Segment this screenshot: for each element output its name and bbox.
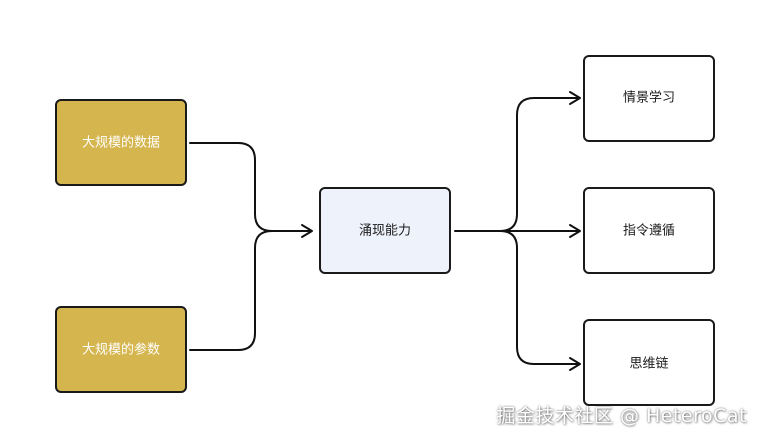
edge-params-to-emergent xyxy=(189,230,273,351)
arrowhead-emergent xyxy=(301,224,313,238)
arrowhead-icl xyxy=(569,91,581,105)
node-large-params: 大规模的参数 xyxy=(55,306,187,393)
node-emergent-abilities: 涌现能力 xyxy=(319,187,451,274)
node-in-context-learning-label: 情景学习 xyxy=(623,90,675,106)
node-chain-of-thought: 思维链 xyxy=(583,319,715,406)
watermark: 掘金技术社区 @ HeteroCat xyxy=(496,405,747,427)
edge-emergent-to-icl xyxy=(499,97,579,232)
node-chain-of-thought-label: 思维链 xyxy=(629,357,668,372)
arrowhead-cot xyxy=(569,357,581,371)
edge-data-to-emergent xyxy=(189,142,311,232)
node-large-data: 大规模的数据 xyxy=(55,99,187,186)
node-instruction-following-label: 指令遵循 xyxy=(623,223,675,239)
arrowhead-instr xyxy=(569,224,581,238)
node-instruction-following: 指令遵循 xyxy=(583,187,715,274)
edge-emergent-to-cot xyxy=(499,230,579,365)
node-in-context-learning: 情景学习 xyxy=(583,55,715,142)
node-large-params-label: 大规模的参数 xyxy=(82,342,160,358)
node-large-data-label: 大规模的数据 xyxy=(82,135,160,151)
node-emergent-abilities-label: 涌现能力 xyxy=(359,224,411,239)
